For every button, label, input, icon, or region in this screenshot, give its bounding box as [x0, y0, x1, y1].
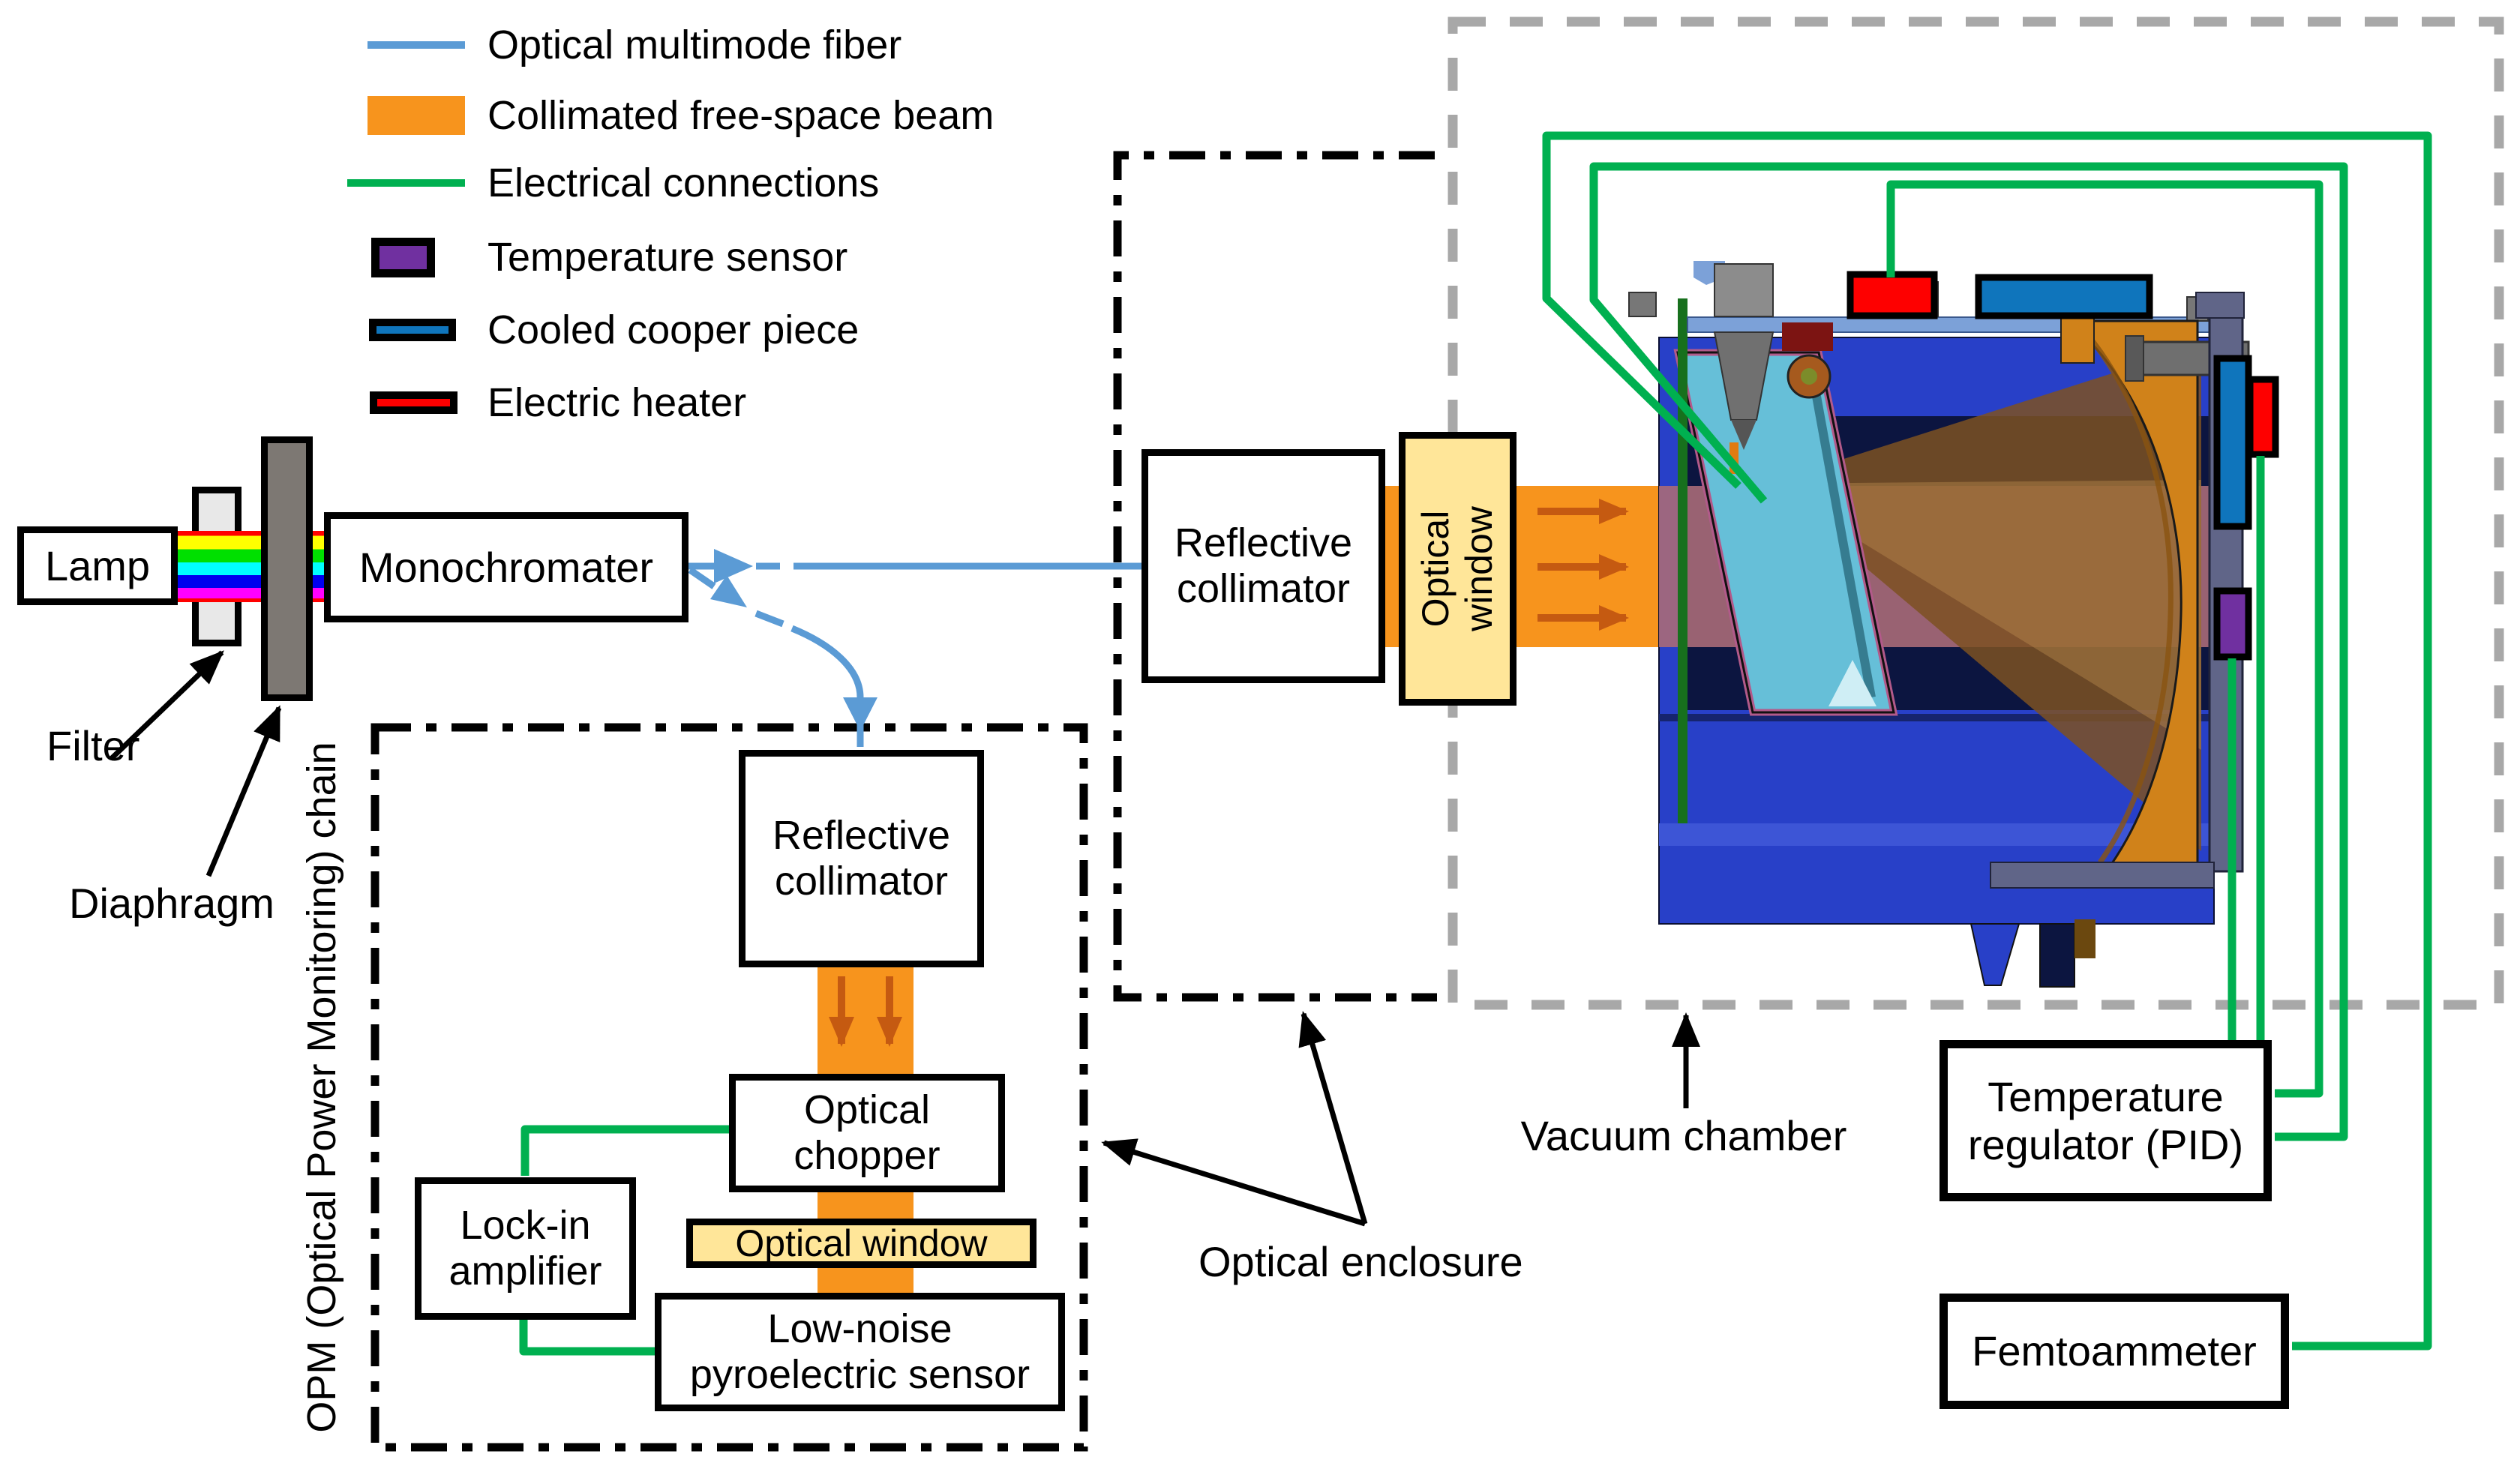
temperature-sensor [2213, 587, 2252, 661]
legend-label: Optical multimode fiber [488, 22, 902, 67]
legend-label: Electric heater [488, 380, 747, 425]
wire-line-swatch [347, 179, 465, 187]
legend-item-copper: Cooled cooper piece [347, 296, 859, 364]
electric-heater [2246, 376, 2279, 458]
lock-in-amplifier-box: Lock-in amplifier [415, 1177, 636, 1320]
enc-window-line1: Optical [1414, 510, 1456, 628]
regulator-line1: Temperature [1988, 1073, 2224, 1121]
chopper-line1: Optical [803, 1087, 931, 1132]
cooled-copper-piece-top [1975, 274, 2153, 319]
fiber-line-swatch [368, 41, 465, 49]
sensor-line2: pyroelectric sensor [689, 1352, 1030, 1397]
pyroelectric-sensor-box: Low-noise pyroelectric sensor [655, 1293, 1065, 1411]
chopper-line2: chopper [794, 1133, 940, 1178]
regulator-line2: regulator (PID) [1967, 1120, 2244, 1168]
optical-enclosure-label: Optical enclosure [1198, 1238, 1523, 1285]
electric-heater-top [1846, 271, 1938, 319]
legend-item-wires: Electrical connections [347, 149, 879, 217]
opm-optical-window: Optical window [686, 1219, 1036, 1268]
vacuum-chamber-border [1448, 16, 2504, 1010]
enc-window-line2: window [1457, 506, 1500, 631]
copper-rect-swatch [369, 319, 456, 341]
vacuum-chamber-label: Vacuum chamber [1520, 1112, 1847, 1159]
lamp-label: Lamp [44, 541, 151, 589]
optical-enclosure-border [1113, 151, 1437, 1002]
legend-label: Electrical connections [488, 160, 880, 205]
opm-chain-title: OPM (Optical Power Monitoring) chain [299, 742, 344, 1433]
lockin-line1: Lock-in [460, 1202, 591, 1248]
enc-collimator-line1: Reflective [1174, 520, 1353, 565]
temperature-regulator-box: Temperature regulator (PID) [1940, 1040, 2272, 1201]
enc-collimator-line2: collimator [1176, 566, 1351, 611]
beam-rect-swatch [368, 96, 465, 135]
legend-item-beam: Collimated free-space beam [347, 82, 994, 149]
enclosure-optical-window: Optical window [1399, 432, 1516, 706]
optical-chopper-box: Optical chopper [729, 1074, 1005, 1192]
filter-label: Filter [46, 722, 140, 769]
legend-item-heater: Electric heater [347, 369, 746, 436]
detector-assembly-cad [1628, 261, 2279, 988]
legend-item-sensor: Temperature sensor [347, 223, 848, 291]
electrical-connections [519, 131, 2432, 1356]
annotation-arrows [109, 650, 1700, 1227]
diaphragm-label: Diaphragm [69, 880, 274, 927]
enclosure-reflective-collimator-box: Reflective collimator [1142, 449, 1385, 683]
optical-fiber [688, 549, 1143, 747]
femtoammeter-label: Femtoammeter [1972, 1327, 2257, 1375]
cooled-copper-piece [2213, 355, 2252, 530]
collimated-beams [818, 486, 1661, 1296]
opm-reflective-collimator-box: Reflective collimator [739, 750, 984, 967]
monochromater-box: Monochromater [324, 512, 688, 622]
legend-label: Collimated free-space beam [488, 93, 994, 138]
opm-chain-border [370, 723, 1088, 1452]
diaphragm-element [261, 436, 313, 701]
lamp-box: Lamp [17, 526, 178, 605]
opm-collimator-line1: Reflective [772, 812, 951, 858]
heater-rect-swatch [370, 391, 458, 414]
sensor-rect-swatch [371, 237, 435, 277]
legend-item-fiber: Optical multimode fiber [347, 11, 902, 79]
legend-label: Cooled cooper piece [488, 307, 860, 352]
legend-label: Temperature sensor [488, 235, 848, 280]
lockin-line2: amplifier [448, 1249, 602, 1294]
opm-collimator-line2: collimator [774, 859, 949, 904]
sensor-line1: Low-noise [767, 1306, 952, 1351]
femtoammeter-box: Femtoammeter [1940, 1294, 2289, 1409]
opm-window-label: Optical window [735, 1222, 988, 1264]
monochromater-label: Monochromater [358, 543, 654, 591]
